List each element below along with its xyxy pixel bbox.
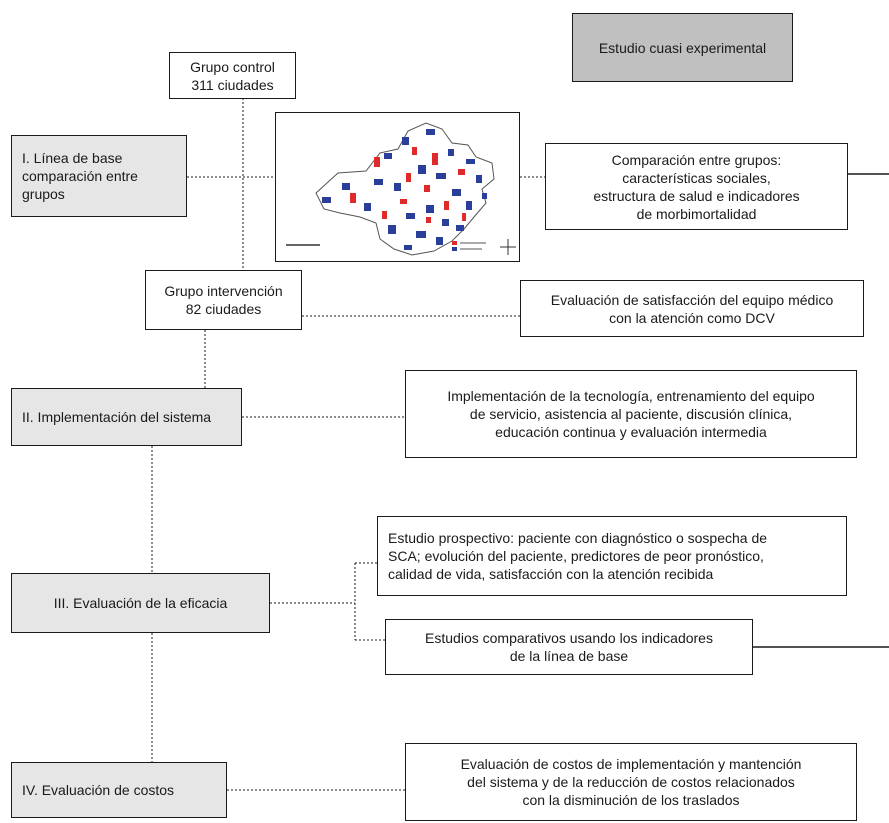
implementation-box: Implementación de la tecnología, entrena… bbox=[405, 370, 857, 458]
phase-1-box: I. Línea de base comparación entre grupo… bbox=[11, 135, 187, 217]
phase-2-label: II. Implementación del sistema bbox=[22, 409, 212, 425]
baseline-comparison-box: Comparación entre grupos: característica… bbox=[545, 143, 848, 230]
costs-label: Evaluación de costos de implementación y… bbox=[460, 756, 802, 808]
study-type-box: Estudio cuasi experimental bbox=[572, 13, 793, 82]
phase-2-box: II. Implementación del sistema bbox=[11, 388, 242, 446]
map-legend bbox=[286, 239, 516, 255]
comparative-studies-label: Estudios comparativos usando los indicad… bbox=[425, 630, 713, 664]
phase-4-box: IV. Evaluación de costos bbox=[11, 762, 227, 818]
control-group-box: Grupo control 311 ciudades bbox=[169, 52, 296, 99]
control-cities bbox=[322, 129, 487, 250]
satisfaction-label: Evaluación de satisfacción del equipo mé… bbox=[550, 291, 834, 326]
implementation-label: Implementación de la tecnología, entrena… bbox=[447, 388, 815, 440]
intervention-group-box: Grupo intervención 82 ciudades bbox=[145, 270, 302, 330]
phase-3-box: III. Evaluación de la eficacia bbox=[11, 573, 270, 633]
comparative-studies-box: Estudios comparativos usando los indicad… bbox=[385, 619, 753, 675]
phase-3-label: III. Evaluación de la eficacia bbox=[53, 595, 228, 611]
intervention-cities bbox=[350, 147, 466, 223]
brazil-state-map bbox=[275, 112, 520, 262]
intervention-group-label: Grupo intervención 82 ciudades bbox=[164, 283, 283, 317]
prospective-study-label: Estudio prospectivo: paciente con diagnó… bbox=[388, 530, 768, 582]
satisfaction-box: Evaluación de satisfacción del equipo mé… bbox=[520, 280, 864, 337]
baseline-comparison-label: Comparación entre grupos: característica… bbox=[593, 151, 800, 222]
map-illustration bbox=[286, 122, 516, 256]
costs-box: Evaluación de costos de implementación y… bbox=[405, 743, 857, 821]
phase-1-label: I. Línea de base comparación entre grupo… bbox=[22, 150, 138, 202]
study-type-label: Estudio cuasi experimental bbox=[598, 39, 767, 56]
phase-4-label: IV. Evaluación de costos bbox=[22, 782, 175, 798]
control-group-label: Grupo control 311 ciudades bbox=[190, 58, 275, 93]
prospective-study-box: Estudio prospectivo: paciente con diagnó… bbox=[377, 516, 847, 596]
